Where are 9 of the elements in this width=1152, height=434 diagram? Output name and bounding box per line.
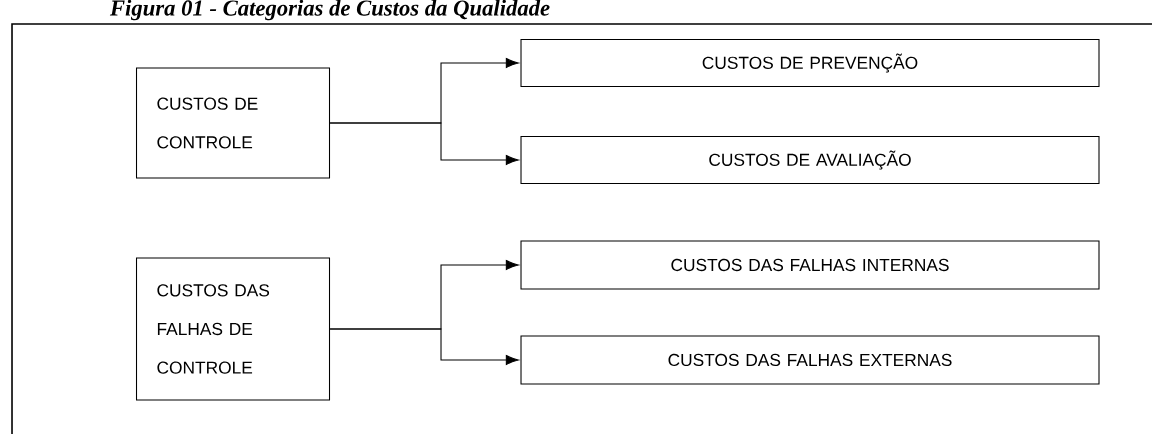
cost-box: CUSTOS DE PREVENÇÃO	[520, 38, 1100, 88]
cost-box: CUSTOS DAS FALHAS INTERNAS	[520, 240, 1100, 290]
arrow	[329, 328, 519, 365]
cost-box: CUSTOS DAS FALHAS EXTERNAS	[520, 335, 1100, 385]
category-box: CUSTOS DE CONTROLE	[135, 67, 331, 179]
cost-box: CUSTOS DE AVALIAÇÃO	[520, 135, 1100, 185]
arrow	[329, 122, 519, 165]
category-box: CUSTOS DAS FALHAS DE CONTROLE	[135, 257, 331, 401]
figure-title: Figura 01 - Categorias de Custos da Qualidade	[109, 0, 550, 21]
